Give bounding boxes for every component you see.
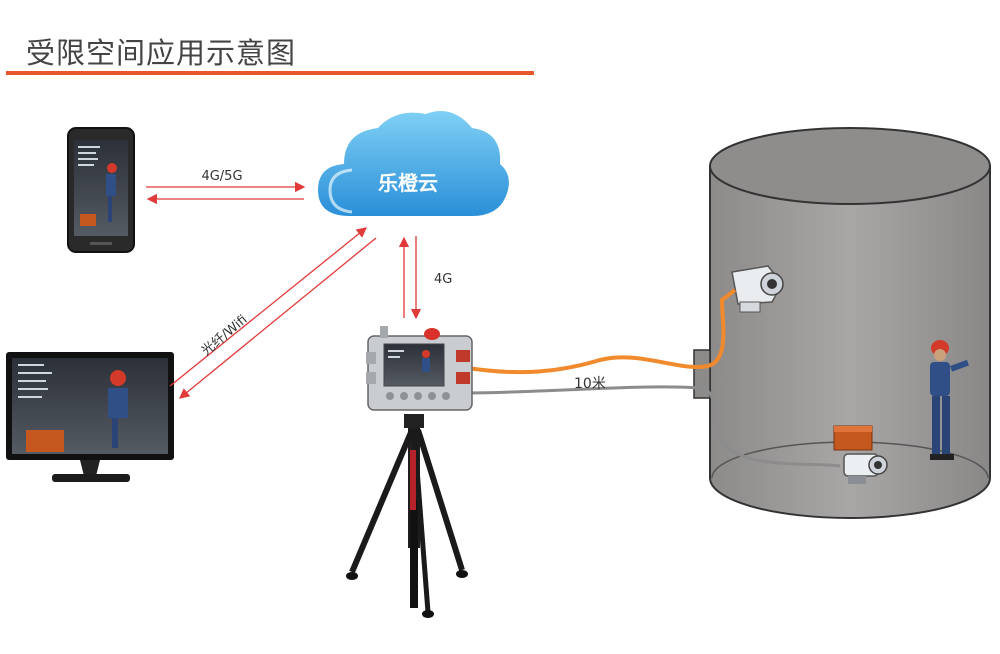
toolbox-icon — [833, 425, 873, 451]
gas-detector-icon — [366, 326, 473, 411]
title-underline — [6, 71, 534, 75]
monitor-cloud-link — [169, 227, 377, 399]
phone-cloud-label: 4G/5G — [201, 169, 242, 184]
camera-icon — [843, 453, 888, 484]
cloud-device-label: 4G — [434, 272, 452, 287]
monitor-icon — [6, 352, 174, 482]
phone-icon — [67, 127, 135, 253]
cable-length-label: 10米 — [574, 376, 606, 392]
phone-cloud-link — [146, 181, 306, 205]
orange-cable — [467, 288, 737, 375]
cloud-icon — [318, 111, 509, 216]
tank-icon — [693, 127, 991, 519]
grey-cable — [467, 385, 841, 468]
monitor-cloud-label: 光纤/Wifi — [199, 312, 251, 359]
tripod-icon — [346, 414, 468, 618]
page-title: 受限空间应用示意图 — [26, 36, 297, 70]
camera-icon — [731, 265, 784, 313]
cloud-label: 乐橙云 — [378, 171, 438, 195]
cloud-device-link — [398, 236, 422, 320]
worker-icon — [930, 340, 969, 460]
